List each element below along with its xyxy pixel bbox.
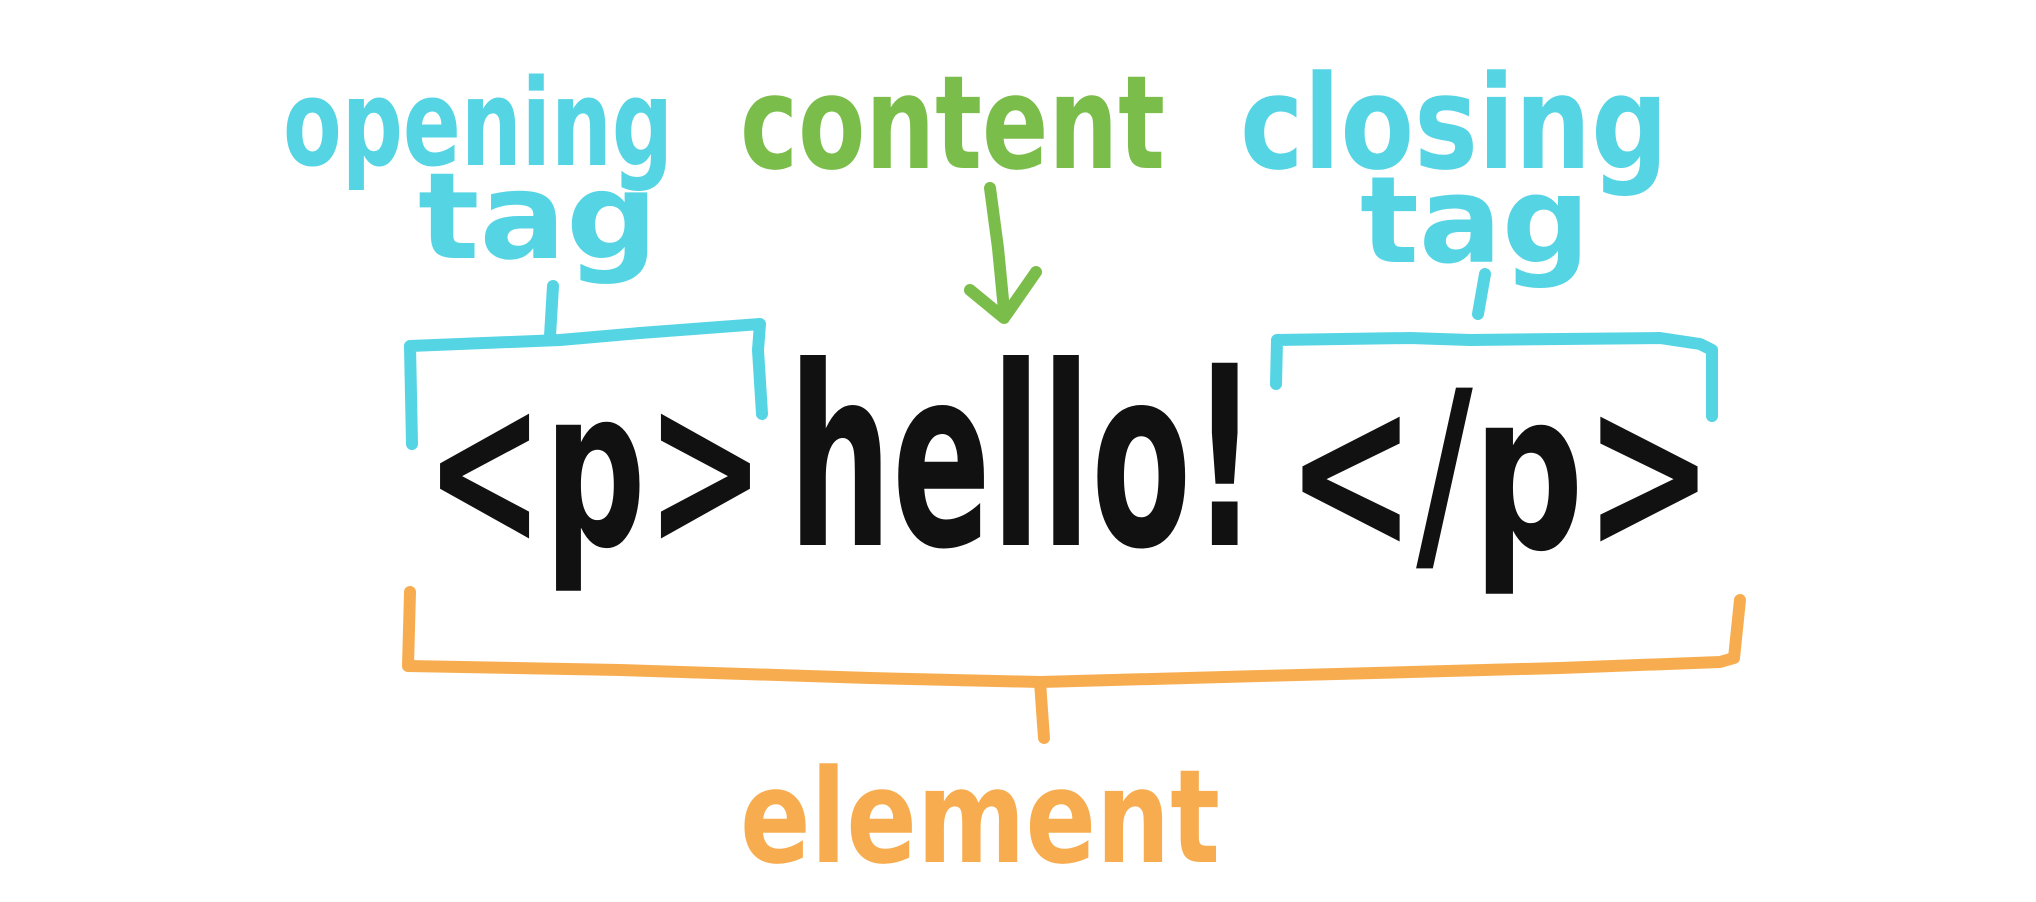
content-arrow: [984, 182, 1010, 316]
element-connector: [1034, 676, 1050, 744]
content-label: content: [740, 47, 1165, 199]
opening-tag-label-line2: tag: [418, 148, 658, 287]
closing-tag-label-line2: tag: [1360, 152, 1590, 291]
closing-tag-label-line1: closing: [1240, 47, 1668, 199]
opening-tag-connector: [544, 280, 559, 342]
closing-tag-connector: [1472, 268, 1491, 320]
content-arrowhead: [964, 266, 1042, 324]
opening-tag-label-line1: opening: [283, 55, 673, 194]
opening-tag-bracket: [404, 318, 768, 450]
closing-tag-bracket: [1270, 332, 1718, 422]
element-bracket: [402, 586, 1746, 688]
element-label: element: [740, 741, 1220, 893]
closing-tag-code: </p>: [1286, 344, 1714, 600]
opening-tag-code: <p>: [425, 341, 765, 597]
content-code: hello!: [788, 313, 1258, 604]
